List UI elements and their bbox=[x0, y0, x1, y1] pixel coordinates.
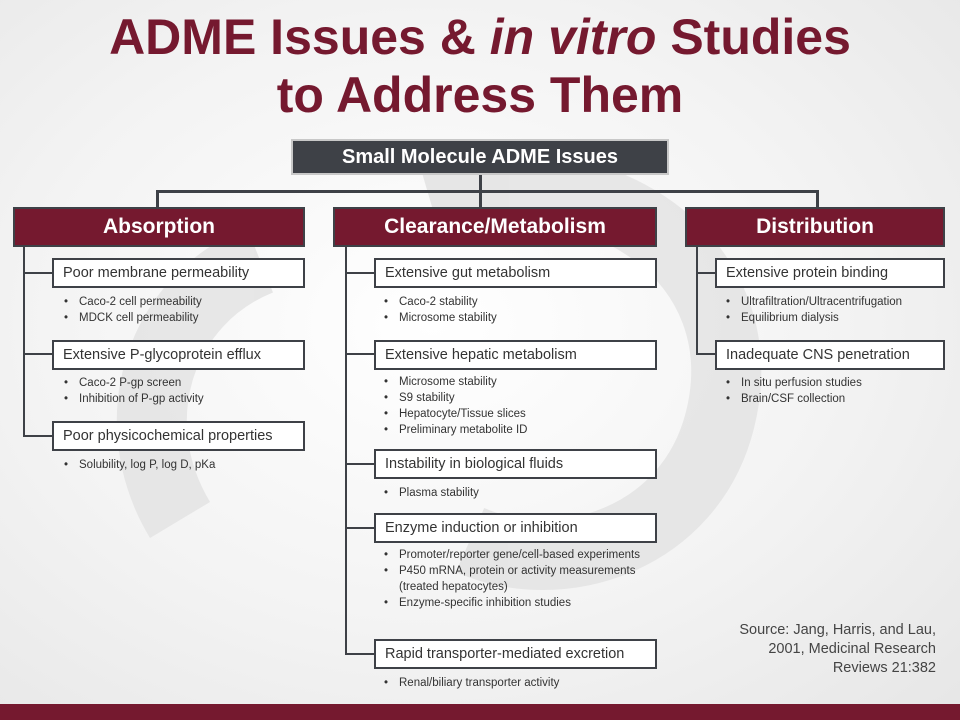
branch-line bbox=[23, 435, 52, 437]
study-list: Plasma stability bbox=[382, 485, 652, 501]
study-list: Caco-2 stability Microsome stability bbox=[382, 294, 652, 326]
study-list: Caco-2 P-gp screen Inhibition of P-gp ac… bbox=[62, 375, 302, 407]
study-item: MDCK cell permeability bbox=[62, 310, 302, 326]
study-item: Solubility, log P, log D, pKa bbox=[62, 457, 302, 473]
clearance-connector bbox=[479, 190, 482, 207]
source-line: Source: Jang, Harris, and Lau, bbox=[739, 622, 936, 638]
root-connector-vertical bbox=[479, 175, 482, 192]
page-title: ADME Issues & in vitro Studies to Addres… bbox=[109, 9, 851, 123]
branch-line bbox=[23, 272, 52, 274]
absorption-spine bbox=[23, 247, 25, 437]
study-item: Caco-2 P-gp screen bbox=[62, 375, 302, 391]
study-list: Caco-2 cell permeability MDCK cell perme… bbox=[62, 294, 302, 326]
study-item: Preliminary metabolite ID bbox=[382, 422, 652, 438]
issue-box: Rapid transporter-mediated excretion bbox=[374, 639, 657, 669]
category-clearance-metabolism: Clearance/Metabolism bbox=[333, 207, 657, 247]
study-item: Inhibition of P-gp activity bbox=[62, 391, 302, 407]
study-item: S9 stability bbox=[382, 390, 652, 406]
clearance-spine bbox=[345, 247, 347, 655]
study-item: Plasma stability bbox=[382, 485, 652, 501]
study-item: Enzyme-specific inhibition studies bbox=[382, 595, 652, 611]
study-item: Microsome stability bbox=[382, 310, 652, 326]
distribution-connector bbox=[816, 190, 819, 207]
study-list: Microsome stability S9 stability Hepatoc… bbox=[382, 374, 652, 438]
branch-line bbox=[345, 527, 374, 529]
footer-bar bbox=[0, 704, 960, 720]
issue-box: Instability in biological fluids bbox=[374, 449, 657, 479]
root-connector-horizontal bbox=[156, 190, 819, 193]
source-line: 2001, Medicinal Research bbox=[768, 641, 936, 657]
study-item: Ultrafiltration/Ultracentrifugation bbox=[724, 294, 949, 310]
study-item: Caco-2 cell permeability bbox=[62, 294, 302, 310]
study-list: Ultrafiltration/Ultracentrifugation Equi… bbox=[724, 294, 949, 326]
study-item: P450 mRNA, protein or activity measureme… bbox=[382, 563, 652, 595]
study-item: Renal/biliary transporter activity bbox=[382, 675, 652, 691]
study-item: In situ perfusion studies bbox=[724, 375, 949, 391]
branch-line bbox=[696, 272, 715, 274]
issue-box: Poor membrane permeability bbox=[52, 258, 305, 288]
branch-line bbox=[345, 353, 374, 355]
branch-line bbox=[345, 653, 374, 655]
study-item: Brain/CSF collection bbox=[724, 391, 949, 407]
root-node: Small Molecule ADME Issues bbox=[291, 139, 669, 175]
study-item: Caco-2 stability bbox=[382, 294, 652, 310]
issue-box: Extensive P-glycoprotein efflux bbox=[52, 340, 305, 370]
distribution-spine bbox=[696, 247, 698, 355]
issue-box: Inadequate CNS penetration bbox=[715, 340, 945, 370]
study-list: Promoter/reporter gene/cell-based experi… bbox=[382, 547, 652, 611]
issue-box: Extensive hepatic metabolism bbox=[374, 340, 657, 370]
branch-line bbox=[345, 272, 374, 274]
source-citation: Source: Jang, Harris, and Lau, 2001, Med… bbox=[696, 621, 936, 678]
issue-box: Extensive gut metabolism bbox=[374, 258, 657, 288]
study-list: Renal/biliary transporter activity bbox=[382, 675, 652, 691]
source-line: Reviews 21:382 bbox=[832, 660, 936, 676]
absorption-connector bbox=[156, 190, 159, 207]
study-list: In situ perfusion studies Brain/CSF coll… bbox=[724, 375, 949, 407]
study-item: Promoter/reporter gene/cell-based experi… bbox=[382, 547, 652, 563]
branch-line bbox=[23, 353, 52, 355]
branch-line bbox=[696, 353, 715, 355]
category-absorption: Absorption bbox=[13, 207, 305, 247]
category-distribution: Distribution bbox=[685, 207, 945, 247]
study-item: Hepatocyte/Tissue slices bbox=[382, 406, 652, 422]
study-list: Solubility, log P, log D, pKa bbox=[62, 457, 302, 473]
issue-box: Extensive protein binding bbox=[715, 258, 945, 288]
issue-box: Enzyme induction or inhibition bbox=[374, 513, 657, 543]
study-item: Equilibrium dialysis bbox=[724, 310, 949, 326]
branch-line bbox=[345, 463, 374, 465]
study-item: Microsome stability bbox=[382, 374, 652, 390]
issue-box: Poor physicochemical properties bbox=[52, 421, 305, 451]
